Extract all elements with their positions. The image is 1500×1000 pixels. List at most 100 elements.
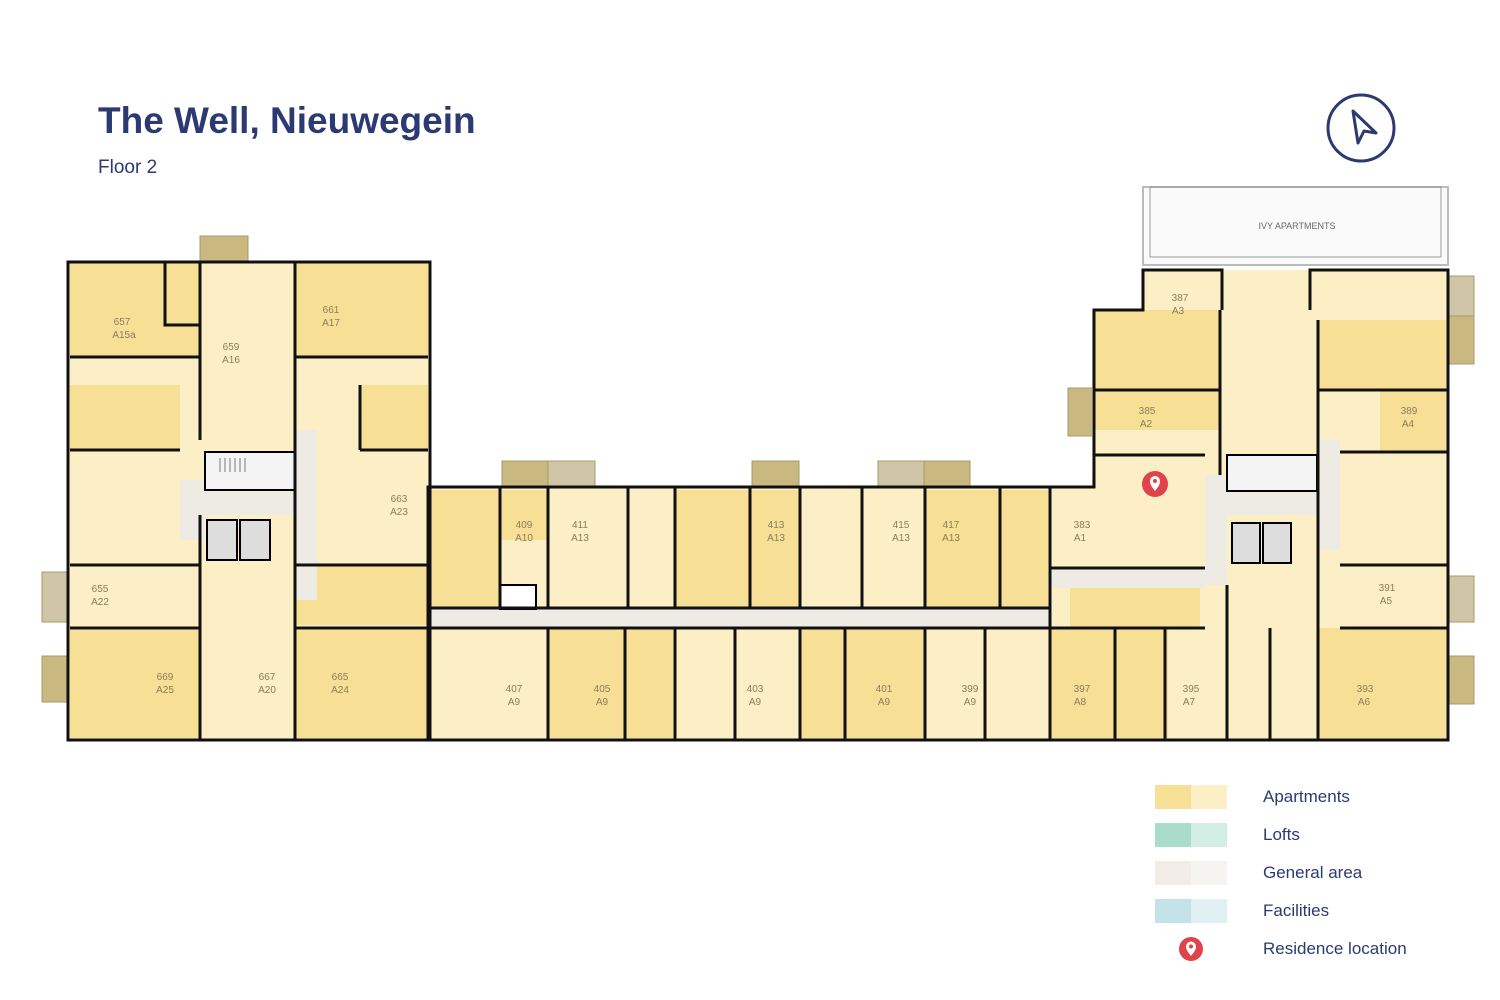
unit-type: A9 — [508, 697, 521, 708]
page-title: The Well, Nieuwegein — [98, 100, 476, 141]
unit-type: A9 — [596, 697, 609, 708]
unit-number: 397 — [1074, 684, 1091, 695]
north-arrow-icon — [1326, 93, 1396, 163]
unit-type: A13 — [767, 533, 785, 544]
unit-type: A7 — [1183, 697, 1196, 708]
unit-type: A13 — [942, 533, 960, 544]
unit-type: A15a — [112, 330, 136, 341]
unit-type: A9 — [964, 697, 977, 708]
unit-number: 387 — [1172, 293, 1189, 304]
unit-number: 401 — [876, 684, 893, 695]
unit-type: A22 — [91, 597, 109, 608]
general-area-swatch — [1155, 861, 1227, 885]
unit-type: A20 — [258, 685, 276, 696]
facilities-swatch — [1155, 899, 1227, 923]
legend-label: General area — [1263, 863, 1363, 882]
unit-type: A17 — [322, 318, 340, 329]
unit-type: A23 — [390, 507, 408, 518]
legend-residence-location: Residence location — [1155, 930, 1407, 968]
unit-type: A2 — [1140, 419, 1153, 430]
floor-label: Floor 2 — [98, 157, 158, 178]
unit-number: 407 — [506, 684, 523, 695]
unit-number: 663 — [391, 494, 408, 505]
unit-number: 389 — [1401, 406, 1418, 417]
residence-location-pin-icon[interactable] — [1142, 471, 1168, 497]
unit-type: A1 — [1074, 533, 1087, 544]
unit-number: 383 — [1074, 520, 1091, 531]
unit-type: A13 — [892, 533, 910, 544]
legend-label: Apartments — [1263, 787, 1350, 806]
unit-number: 393 — [1357, 684, 1374, 695]
unit-number: 665 — [332, 672, 349, 683]
legend: Apartments Lofts General area Facilities… — [1155, 778, 1407, 968]
legend-facilities: Facilities — [1155, 892, 1407, 930]
unit-type: A25 — [156, 685, 174, 696]
unit-number: 385 — [1139, 406, 1156, 417]
unit-number: 411 — [572, 520, 588, 531]
unit-type: A9 — [749, 697, 762, 708]
unit-type: A9 — [878, 697, 891, 708]
ivy-apartments-block: IVY APARTMENTS — [1142, 186, 1449, 266]
unit-number: 399 — [962, 684, 979, 695]
unit-number: 667 — [259, 672, 276, 683]
unit-number: 405 — [594, 684, 611, 695]
unit-type: A4 — [1402, 419, 1415, 430]
unit-number: 415 — [893, 520, 910, 531]
legend-label: Facilities — [1263, 901, 1330, 920]
walls — [66, 260, 1450, 742]
unit-number: 669 — [157, 672, 174, 683]
unit-type: A3 — [1172, 306, 1185, 317]
unit-number: 417 — [943, 520, 960, 531]
unit-number: 659 — [223, 342, 240, 353]
unit-type: A24 — [331, 685, 349, 696]
unit-number: 391 — [1379, 583, 1396, 594]
unit-number: 413 — [768, 520, 785, 531]
unit-number: 655 — [92, 584, 109, 595]
unit-type: A5 — [1380, 596, 1393, 607]
unit-number: 403 — [747, 684, 764, 695]
legend-label: Residence location — [1263, 939, 1407, 958]
unit-type: A13 — [571, 533, 589, 544]
legend-label: Lofts — [1263, 825, 1300, 844]
legend-lofts: Lofts — [1155, 816, 1407, 854]
unit-type: A10 — [515, 533, 533, 544]
unit-type: A6 — [1358, 697, 1371, 708]
legend-apartments: Apartments — [1155, 778, 1407, 816]
unit-number: 657 — [114, 317, 131, 328]
unit-type: A16 — [222, 355, 240, 366]
unit-type: A8 — [1074, 697, 1087, 708]
stairs-lifts — [204, 451, 1318, 610]
location-pin-icon — [1179, 937, 1203, 961]
unit-number: 409 — [516, 520, 533, 531]
ivy-apartments-label: IVY APARTMENTS — [1258, 221, 1335, 231]
apartments-swatch — [1155, 785, 1227, 809]
